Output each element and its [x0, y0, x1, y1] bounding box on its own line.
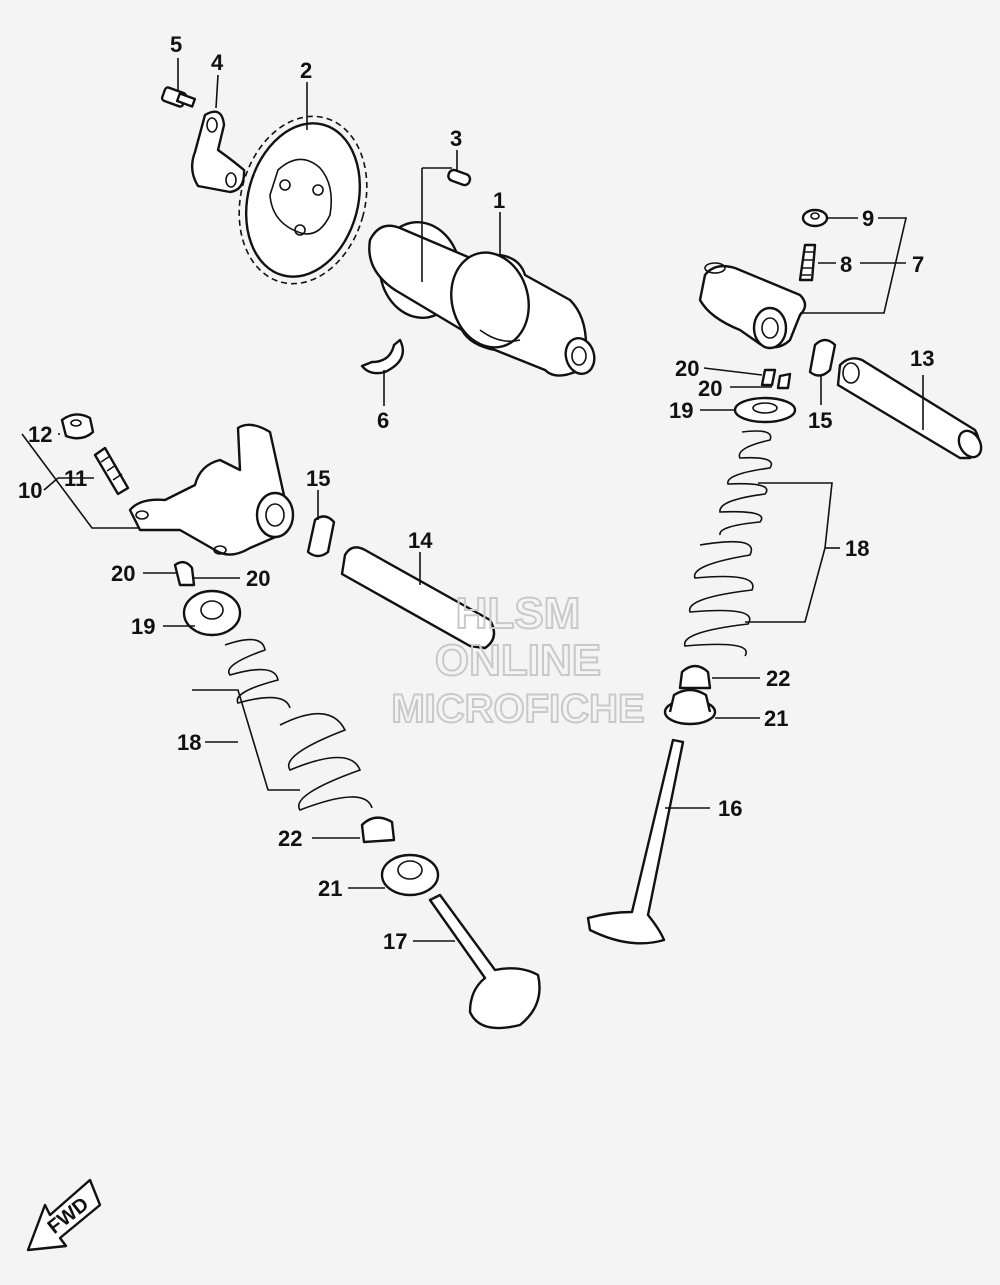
part-2-cam-sprocket [238, 115, 368, 285]
label-part-5[interactable]: 5 [170, 32, 182, 57]
part-20-cotters-right [760, 368, 792, 390]
watermark-line-1: HLSM [456, 589, 581, 638]
label-part-2[interactable]: 2 [300, 58, 312, 83]
part-8-adjuster-screw [798, 243, 817, 282]
label-part-22-right[interactable]: 22 [766, 666, 790, 691]
label-part-10[interactable]: 10 [18, 478, 42, 503]
watermark-line-2: ONLINE [435, 636, 601, 685]
label-part-21-right[interactable]: 21 [764, 706, 788, 731]
part-labels: 5 4 2 3 1 6 9 8 7 13 15 20 20 19 18 22 2… [18, 32, 934, 954]
part-17-valve [428, 893, 541, 1030]
label-part-19-left[interactable]: 19 [131, 614, 155, 639]
leader-lines [21, 58, 924, 942]
part-19-retainer-left [182, 589, 242, 637]
label-part-21-left[interactable]: 21 [318, 876, 342, 901]
label-part-14[interactable]: 14 [408, 528, 433, 553]
part-1-camshaft [368, 221, 596, 377]
part-19-retainer-right [733, 396, 797, 424]
label-part-18-right[interactable]: 18 [845, 536, 869, 561]
part-20-cotters-left [173, 560, 196, 587]
label-part-20-right-b[interactable]: 20 [698, 376, 722, 401]
part-18-springs-right [683, 430, 773, 657]
part-22-seal-right [678, 664, 712, 690]
part-4-bracket [190, 110, 246, 194]
part-7-rocker-arm [698, 262, 807, 350]
part-9-nut [801, 208, 829, 228]
label-part-22-left[interactable]: 22 [278, 826, 302, 851]
part-21-seat-left [380, 853, 440, 897]
label-part-3[interactable]: 3 [450, 126, 462, 151]
part-21-seat-right [663, 688, 717, 726]
label-part-4[interactable]: 4 [211, 50, 224, 75]
label-part-20-right-a[interactable]: 20 [675, 356, 699, 381]
label-part-17[interactable]: 17 [383, 929, 407, 954]
label-part-18-left[interactable]: 18 [177, 730, 201, 755]
label-part-6[interactable]: 6 [377, 408, 389, 433]
label-part-13[interactable]: 13 [910, 346, 934, 371]
part-12-nut [60, 413, 95, 440]
label-part-20-left-b[interactable]: 20 [246, 566, 270, 591]
label-part-15-left[interactable]: 15 [306, 466, 330, 491]
part-3-pin [447, 168, 472, 187]
part-14-rocker-shaft [340, 546, 496, 650]
label-part-16[interactable]: 16 [718, 796, 742, 821]
fwd-arrow: FWD [26, 1178, 102, 1252]
part-10-rocker-arm [128, 423, 295, 556]
part-15-o-ring-right [808, 338, 837, 377]
part-16-valve [586, 738, 685, 945]
part-5-bolt [160, 86, 197, 108]
part-22-seal-left [360, 816, 396, 844]
watermark: HLSM ONLINE MICROFICHE [390, 588, 645, 732]
label-part-11[interactable]: 11 [64, 466, 87, 491]
label-part-8[interactable]: 8 [840, 252, 852, 277]
part-6-snap-ring [360, 338, 405, 375]
label-part-15-right[interactable]: 15 [808, 408, 832, 433]
part-18-springs-left [224, 638, 373, 811]
label-part-7[interactable]: 7 [912, 252, 924, 277]
label-part-12[interactable]: 12 [28, 422, 52, 447]
label-part-1[interactable]: 1 [493, 188, 505, 213]
part-13-rocker-shaft [836, 357, 983, 460]
watermark-line-3: MICROFICHE [391, 687, 644, 731]
label-part-20-left-a[interactable]: 20 [111, 561, 135, 586]
part-11-adjuster-screw [93, 446, 130, 496]
part-15-o-ring-left [306, 515, 336, 558]
label-part-19-right[interactable]: 19 [669, 398, 693, 423]
label-part-9[interactable]: 9 [862, 206, 874, 231]
